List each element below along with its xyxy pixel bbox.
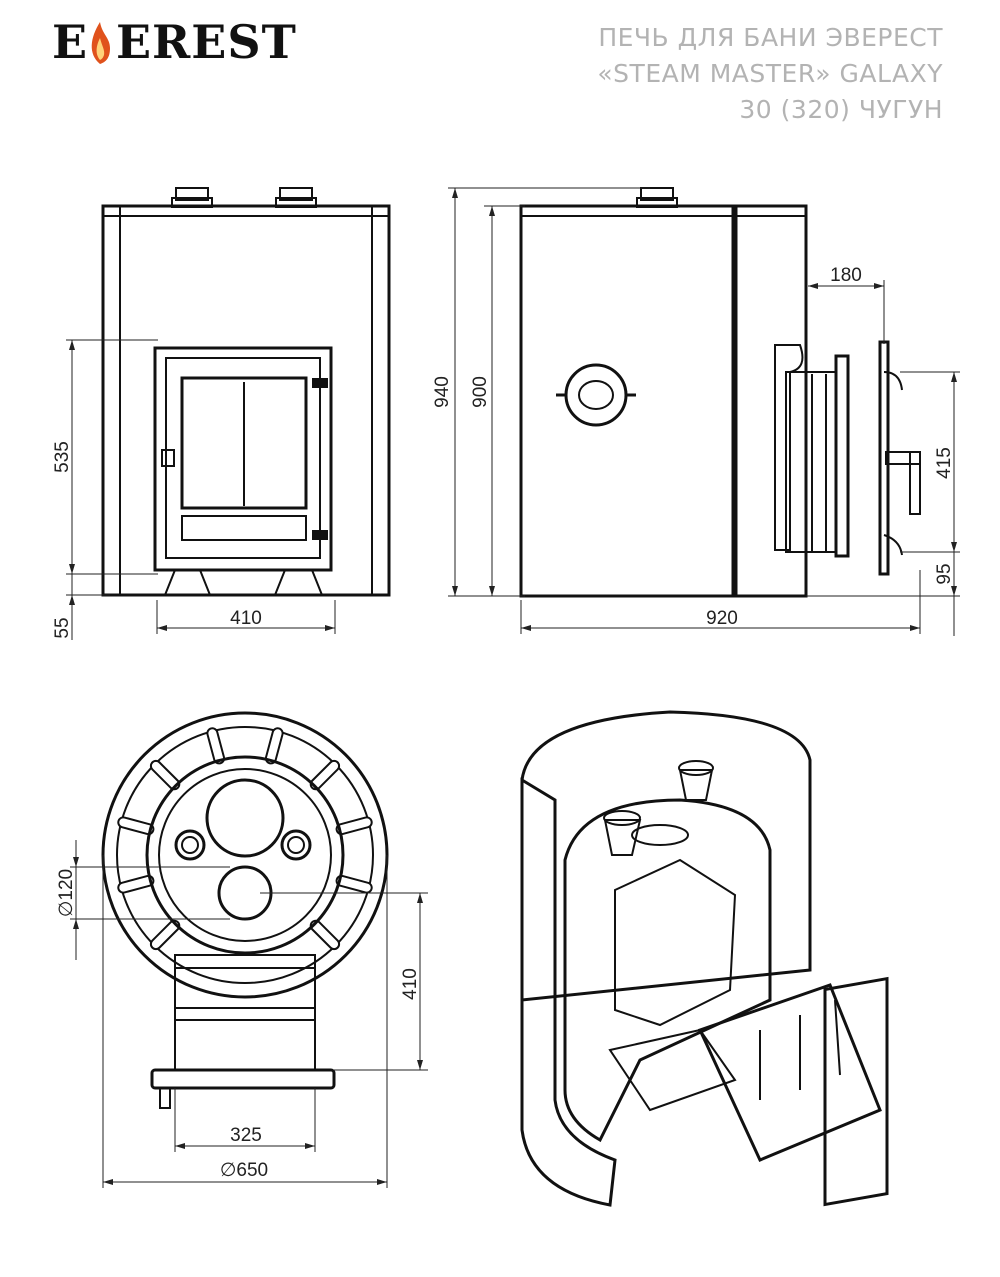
dim-side-door-base: 95 [806,552,960,636]
ring-slot [206,727,226,765]
dim-side-door-height: 415 [900,371,960,553]
dim-120-label: ∅120 [56,869,77,917]
dim-top-firebox-length: 410 [260,892,428,1071]
ring-slot [335,874,373,894]
ring-slot [335,816,373,836]
cutaway-view [520,710,889,1207]
dim-side-body-height: 900 [470,205,525,596]
dim-650-label: ∅650 [220,1160,268,1181]
logo-letter-e: E [52,15,88,69]
ring-slot [149,759,181,791]
front-view: 535 55 410 [52,187,391,640]
title-line-1: ПЕЧЬ ДЛЯ БАНИ ЭВЕРЕСТ [598,23,943,52]
dim-940-label: 940 [432,376,453,408]
ring-slot [309,759,341,791]
cutaway-tunnel [697,983,882,1162]
side-lattice-casing [519,204,735,598]
dim-top-door-width: 325 [174,1088,316,1152]
side-view: 940 900 180 415 95 [432,187,960,636]
side-door-tunnel [774,340,921,576]
ring-slot [117,816,155,836]
cutaway-door [823,976,889,1207]
title-line-3: 30 (320) ЧУГУН [739,95,943,124]
dim-side-depth: 920 [520,570,921,634]
dim-55-label: 55 [52,617,73,638]
dim-180-label: 180 [830,265,862,286]
dim-front-door-height: 535 [52,339,158,575]
ring-slot [117,874,155,894]
dim-top-diameter: ∅650 [102,855,388,1188]
dim-front-leg: 55 [52,574,110,640]
ring-slot [149,919,181,951]
dim-top-pipe-diameter: ∅120 [56,840,230,960]
dim-95-label: 95 [934,563,955,584]
dim-front-width: 410 [156,600,336,634]
dim-535-label: 535 [52,441,73,473]
dim-920-label: 920 [706,608,738,629]
everest-logo: E EREST [52,15,297,69]
top-view: ∅120 410 325 ∅650 [56,711,428,1188]
dim-410-top-label: 410 [400,968,421,1000]
dim-410-front-label: 410 [230,608,262,629]
logo-text: EREST [116,15,297,69]
dim-415-label: 415 [934,447,955,479]
title-line-2: «STEAM MASTER» GALAXY [597,59,943,88]
side-flue-pipe [640,187,674,201]
product-title: ПЕЧЬ ДЛЯ БАНИ ЭВЕРЕСТ «STEAM MASTER» GAL… [597,20,943,128]
side-ring [556,363,636,427]
ring-slot [264,727,284,765]
top-door-tunnel [150,954,336,1109]
cutaway-outer-shell [520,777,617,1207]
front-flue-pipes [171,187,317,208]
cutaway-flue-pipes [603,760,714,856]
front-door [153,346,333,572]
front-lattice-casing [101,204,391,597]
dim-side-door-offset: 180 [808,265,885,344]
dim-side-overall-height: 940 [432,187,650,597]
top-chimney-opening [205,778,285,858]
ring-slot [309,919,341,951]
cutaway-firebox [563,798,772,1143]
top-ring-slots [117,727,373,951]
top-stones-ports [174,829,312,861]
dim-900-label: 900 [470,376,491,408]
dim-325-label: 325 [230,1125,262,1146]
